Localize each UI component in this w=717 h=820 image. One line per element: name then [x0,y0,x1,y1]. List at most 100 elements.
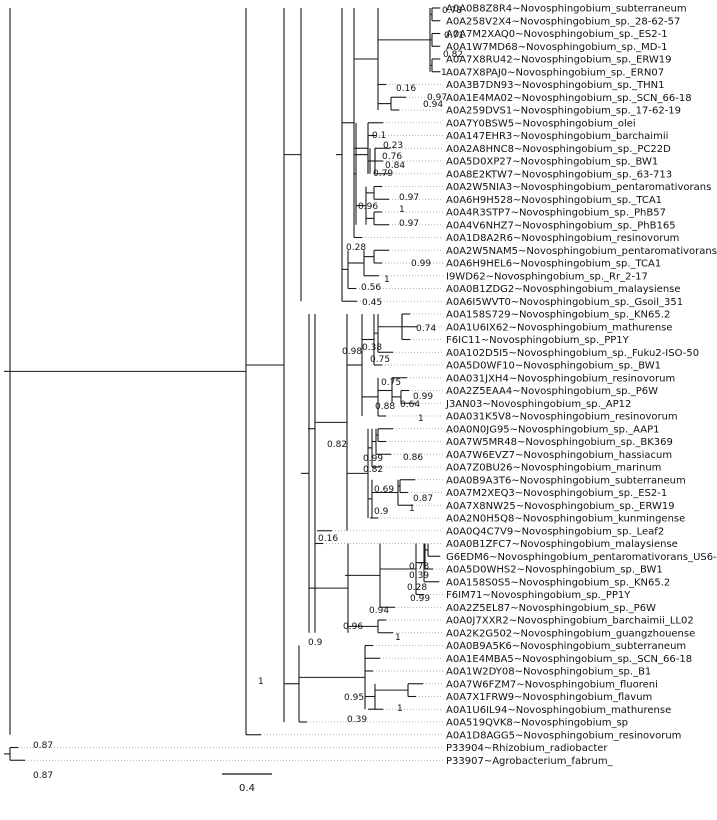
support-value: 0.75 [370,355,390,365]
support-value: 1 [395,633,401,643]
leaf-label: A0A7X8NW25~Novosphingobium_sp._ERW19 [446,501,675,512]
support-value: 0.64 [400,400,420,410]
leaf-label: A0A158S0S5~Novosphingobium_sp._KN65.2 [446,577,670,588]
leaf-label: A0A1D8A2R6~Novosphingobium_resinovorum [446,233,679,244]
support-value: 1 [409,504,415,514]
support-value: 0.76 [382,152,402,162]
support-value: 1 [258,677,264,687]
support-value: 0.99 [411,259,431,269]
support-value: 0.16 [318,534,338,544]
leaf-label: A0A2K2G502~Novosphingobium_guangzhouense [446,628,695,639]
leaf-label: A0A158S729~Novosphingobium_sp._KN65.2 [446,310,670,321]
support-value: 0.39 [347,715,367,725]
support-value: 0.39 [409,571,429,581]
leaf-label: A0A2W5NAM5~Novosphingobium_pentaromativo… [446,246,717,257]
leaf-label: A0A0B9A3T6~Novosphingobium_subterraneum [446,475,686,486]
support-value: 0.56 [361,283,381,293]
support-value: 0.69 [374,485,394,495]
support-value: 0.99 [410,594,430,604]
support-value: 0.84 [385,161,405,171]
leaf-label: A0A7W6EVZ7~Novosphingobium_hassiacum [446,450,672,461]
leaf-label: A0A2W5NIA3~Novosphingobium_pentaromativo… [446,182,711,193]
support-value: 0.38 [362,343,382,353]
leaf-label: A0A0B9A5K6~Novosphingobium_subterraneum [446,641,686,652]
leaf-label: A0A0B1ZFC7~Novosphingobium_malaysiense [446,539,678,550]
leaf-label: A0A7Z0BU26~Novosphingobium_marinum [446,463,661,474]
support-value: 0.28 [407,583,427,593]
leaf-label: A0A3B7DN93~Novosphingobium_sp._THN1 [446,80,664,91]
support-value: 1 [397,704,403,714]
support-value: 0.94 [369,606,389,616]
support-value: 0.82 [443,50,463,60]
support-value: 0.28 [346,243,366,253]
support-value: 0.78 [409,562,429,572]
leaf-label: A0A7M2XAQ0~Novosphingobium_sp._ES2-1 [446,29,668,40]
leaf-label: A0A4V6NHZ7~Novosphingobium_sp._PhB165 [446,220,676,231]
support-value: 0.45 [362,298,382,308]
leaf-label: A0A0B1ZDG2~Novosphingobium_malaysiense [446,284,681,295]
leaf-label: A0A0J7XXR2~Novosphingobium_barchaimii_LL… [446,616,694,627]
leaf-label: A0A7X1FRW9~Novosphingobium_flavum [446,692,652,703]
leaf-label: A0A7W5MR48~Novosphingobium_sp._BK369 [446,437,673,448]
support-value: 0.87 [33,771,53,781]
leaf-label: A0A5D0XP27~Novosphingobium_sp._BW1 [446,157,658,168]
leaf-label: A0A2A8HNC8~Novosphingobium_sp._PC22D [446,144,671,155]
leaf-label: A0A258V2X4~Novosphingobium_sp._28-62-57 [446,16,680,27]
leaf-label: A0A1E4MA02~Novosphingobium_sp._SCN_66-18 [446,93,692,104]
leaf-guides [18,7,443,761]
leaf-labels: A0A0B8Z8R4~Novosphingobium_subterraneumA… [445,4,717,767]
leaf-label: J3AN03~Novosphingobium_sp._AP12 [445,399,631,410]
leaf-label: A0A7M2XEQ3~Novosphingobium_sp._ES2-1 [446,488,667,499]
support-value: 0.79 [373,169,393,179]
support-value: 0.82 [363,465,383,475]
leaf-label: A0A6I5WVT0~Novosphingobium_sp._Gsoil_351 [446,297,683,308]
support-value: 0.97 [399,219,419,229]
leaf-label: A0A2Z5EAA4~Novosphingobium_sp._P6W [446,386,658,397]
support-value: 0.87 [33,741,53,751]
leaf-label: A0A2N0H5Q8~Novosphingobium_kunmingense [446,514,685,525]
leaf-label: A0A031K5V8~Novosphingobium_resinovorum [446,412,678,423]
support-value: 1 [399,205,405,215]
scale-bar: 0.4 [222,773,272,794]
support-value: 0.86 [403,453,423,463]
leaf-label: A0A0B8Z8R4~Novosphingobium_subterraneum [446,4,687,15]
support-value: 0.96 [343,622,363,632]
leaf-label: A0A1W7MD68~Novosphingobium_sp._MD-1 [446,42,667,53]
leaf-label: A0A6H9HEL6~Novosphingobium_sp._TCA1 [446,259,661,270]
leaf-label: A0A6H9H528~Novosphingobium_sp._TCA1 [446,195,662,206]
leaf-label: A0A0N0JG95~Novosphingobium_sp._AAP1 [446,424,659,435]
leaf-label: A0A1U6IL94~Novosphingobium_mathurense [446,705,671,716]
support-value: 0.71 [444,31,464,41]
leaf-label: A0A7X8PAJ0~Novosphingobium_sp._ERN07 [446,67,664,78]
leaf-label: A0A259DVS1~Novosphingobium_sp._17-62-19 [446,106,681,117]
leaf-label: A0A7W6FZM7~Novosphingobium_fluoreni [446,679,658,690]
support-value: 0.9 [374,507,389,517]
support-values: 0.78 0.71 0.82 1 0.16 0.94 0.97 0.10.230.760.84… [33,6,464,781]
leaf-label: A0A1W2DY08~Novosphingobium_sp._B1 [446,667,651,678]
leaf-label: A0A519QVK8~Novosphingobium_sp [446,718,628,729]
support-value: 0.23 [383,141,403,151]
leaf-label: A0A2Z5EL87~Novosphingobium_sp._P6W [446,603,656,614]
leaf-label: A0A7Y0BSW5~Novosphingobium_olei [446,118,636,129]
leaf-label: A0A7X8RU42~Novosphingobium_sp._ERW19 [446,55,672,66]
leaf-label: A0A0Q4C7V9~Novosphingobium_sp._Leaf2 [446,526,664,537]
leaf-label: P33907~Agrobacterium_fabrum_ [446,756,614,767]
leaf-label: F6IC11~Novosphingobium_sp._PP1Y [446,335,630,346]
support-value: 0.75 [381,378,401,388]
support-value: 0.99 [413,392,433,402]
leaf-label: A0A5D0WF10~Novosphingobium_sp._BW1 [446,361,661,372]
support-value: 0.98 [342,347,362,357]
support-value: 0.9 [308,638,323,648]
support-value: 0.97 [427,93,447,103]
support-value: 0.95 [344,693,364,703]
leaf-label: P33904~Rhizobium_radiobacter [446,743,608,754]
support-value: 0.78 [442,6,462,16]
leaf-label: A0A8E2KTW7~Novosphingobium_sp._63-713 [446,169,672,180]
leaf-label: A0A1U6IX62~Novosphingobium_mathurense [446,322,673,333]
support-value: 0.74 [416,324,436,334]
support-value: 0.1 [372,131,386,141]
leaf-label: F6IM71~Novosphingobium_sp._PP1Y [446,590,631,601]
support-value: 1 [418,414,424,424]
support-value: 1 [384,275,390,285]
